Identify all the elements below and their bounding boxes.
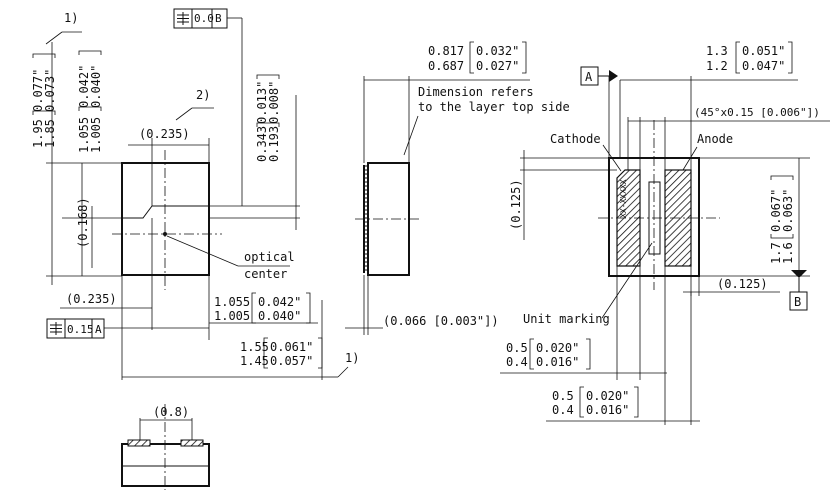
dim-0-040v: 0.040" (89, 65, 103, 108)
datum-b-triangle (791, 270, 807, 278)
dim-0-073: 0.073" (43, 69, 57, 112)
dim-0-061: 0.061" (270, 340, 313, 354)
dim-0-020-b: 0.020" (586, 389, 629, 403)
dim-0-193: 0.193 (267, 126, 281, 162)
dim-0-008: 0.008" (267, 81, 281, 124)
dim-1-055h: 1.055 (214, 295, 250, 309)
top-view: 1.95 1.85 0.077" 0.073" 1.055 1.005 0.04… (31, 8, 359, 380)
position-symbol-left (50, 322, 62, 335)
dim-0-4-a: 0.4 (506, 355, 528, 369)
dim-0-032: 0.032" (476, 44, 519, 58)
bracket-0-042v (78, 50, 102, 111)
datum-b-box (789, 291, 808, 311)
dim-0-013: 0.013" (255, 81, 269, 124)
dim-0-067: 0.067" (769, 189, 783, 232)
bracket-0-013 (256, 74, 280, 127)
dim-1-3: 1.3 (706, 44, 728, 58)
dim-1-005h: 1.005 (214, 309, 250, 323)
dim-note-line-1: Dimension refers (418, 85, 534, 99)
dim-1-45: 1.45 (240, 354, 269, 368)
front-view-body (121, 443, 210, 487)
optical-center-dot (163, 232, 167, 236)
dim-1-7: 1.7 (769, 242, 783, 264)
dim-1-005v: 1.005 (89, 117, 103, 153)
anode-leader (682, 146, 698, 171)
dim-1-2: 1.2 (706, 59, 728, 73)
dim-0-047: 0.047" (742, 59, 785, 73)
dim-0-125-left: (0.125) (509, 179, 523, 230)
dim-0-125-right: (0.125) (717, 277, 768, 291)
note-1-label-b: 1) (345, 351, 359, 365)
bottom-view: XX-XXXXX A 1.3 1.2 0.051" 0.047" (45°x0.… (500, 41, 830, 425)
unit-marking-code: XX-XXXXX (619, 179, 628, 218)
optical-center-leader (166, 235, 239, 267)
tol-frame-left-datum: A (95, 323, 102, 336)
dim-0-077: 0.077" (31, 69, 45, 112)
datum-a-triangle (609, 70, 618, 82)
top-view-chip-outline (122, 205, 209, 219)
note-1-label: 1) (64, 11, 78, 25)
dim-0-235-top: (0.235) (139, 127, 190, 141)
dim-0-235-bot: (0.235) (66, 292, 117, 306)
dim-0-066: (0.066 [0.003"]) (383, 314, 499, 328)
note-2-leader-diag (175, 107, 193, 121)
unit-marking-leader (601, 242, 653, 319)
note-2-label: 2) (196, 88, 210, 102)
dim-0-042v: 0.042" (77, 65, 91, 108)
chamfer-label: (45°x0.15 [0.006"]) (694, 106, 820, 119)
bracket-0-067 (770, 175, 794, 239)
bracket-0-077 (32, 53, 56, 115)
dim-0-020-a: 0.020" (536, 341, 579, 355)
position-symbol-top (177, 12, 189, 25)
dim-0-343: 0.343 (255, 126, 269, 162)
front-view-pad-left (127, 439, 151, 447)
dim-0-016-a: 0.016" (536, 355, 579, 369)
dim-1-95: 1.95 (31, 119, 45, 148)
dim-0-016-b: 0.016" (586, 403, 629, 417)
dim-0-4-b: 0.4 (552, 403, 574, 417)
anode-label: Anode (697, 132, 733, 146)
bracket-0-032 (469, 41, 527, 74)
tol-frame-top-value: 0.0 (194, 12, 214, 25)
dim-0-051: 0.051" (742, 44, 785, 58)
bracket-0-020-b (579, 386, 639, 418)
dim-note-line-2: to the layer top side (418, 100, 570, 114)
top-view-body (121, 162, 210, 276)
datum-b-label: B (794, 295, 801, 309)
unit-marking-label: Unit marking (523, 312, 610, 326)
dim-note-leader (403, 115, 419, 156)
dim-1-055v: 1.055 (77, 117, 91, 153)
note-1-leader-diag (45, 31, 63, 45)
cathode-label: Cathode (550, 132, 601, 146)
bracket-0-020-a (529, 338, 591, 370)
cathode-pad (616, 169, 641, 267)
dim-1-85: 1.85 (43, 119, 57, 148)
dim-0-063: 0.063" (781, 189, 795, 232)
dim-0-057: 0.057" (270, 354, 313, 368)
optical-center-label-1: optical (244, 250, 295, 264)
dim-0-817: 0.817 (428, 44, 464, 58)
tol-frame-left (46, 318, 105, 339)
datum-a-label: A (585, 70, 593, 84)
side-view: 0.817 0.687 0.032" 0.027" Dimension refe… (345, 41, 570, 335)
bracket-0-051 (735, 41, 793, 74)
dim-0-027: 0.027" (476, 59, 519, 73)
tol-frame-left-value: 0.15 (67, 323, 94, 336)
tol-frame-top (173, 8, 228, 29)
dim-0-8: (0.8) (153, 405, 189, 419)
dim-1-55: 1.55 (240, 340, 269, 354)
dim-0-5-b: 0.5 (552, 389, 574, 403)
cathode-leader (602, 144, 622, 172)
optical-center-label-2: center (244, 267, 287, 281)
front-view-pad-right (180, 439, 204, 447)
dim-0-5-a: 0.5 (506, 341, 528, 355)
tol-frame-top-datum: B (215, 12, 222, 25)
dim-0-042h: 0.042" (258, 295, 301, 309)
dim-0-687: 0.687 (428, 59, 464, 73)
dim-0-168: (0.168) (76, 197, 90, 248)
front-view: (0.8) (121, 404, 210, 490)
dim-1-6: 1.6 (781, 242, 795, 264)
dim-0-040h: 0.040" (258, 309, 301, 323)
